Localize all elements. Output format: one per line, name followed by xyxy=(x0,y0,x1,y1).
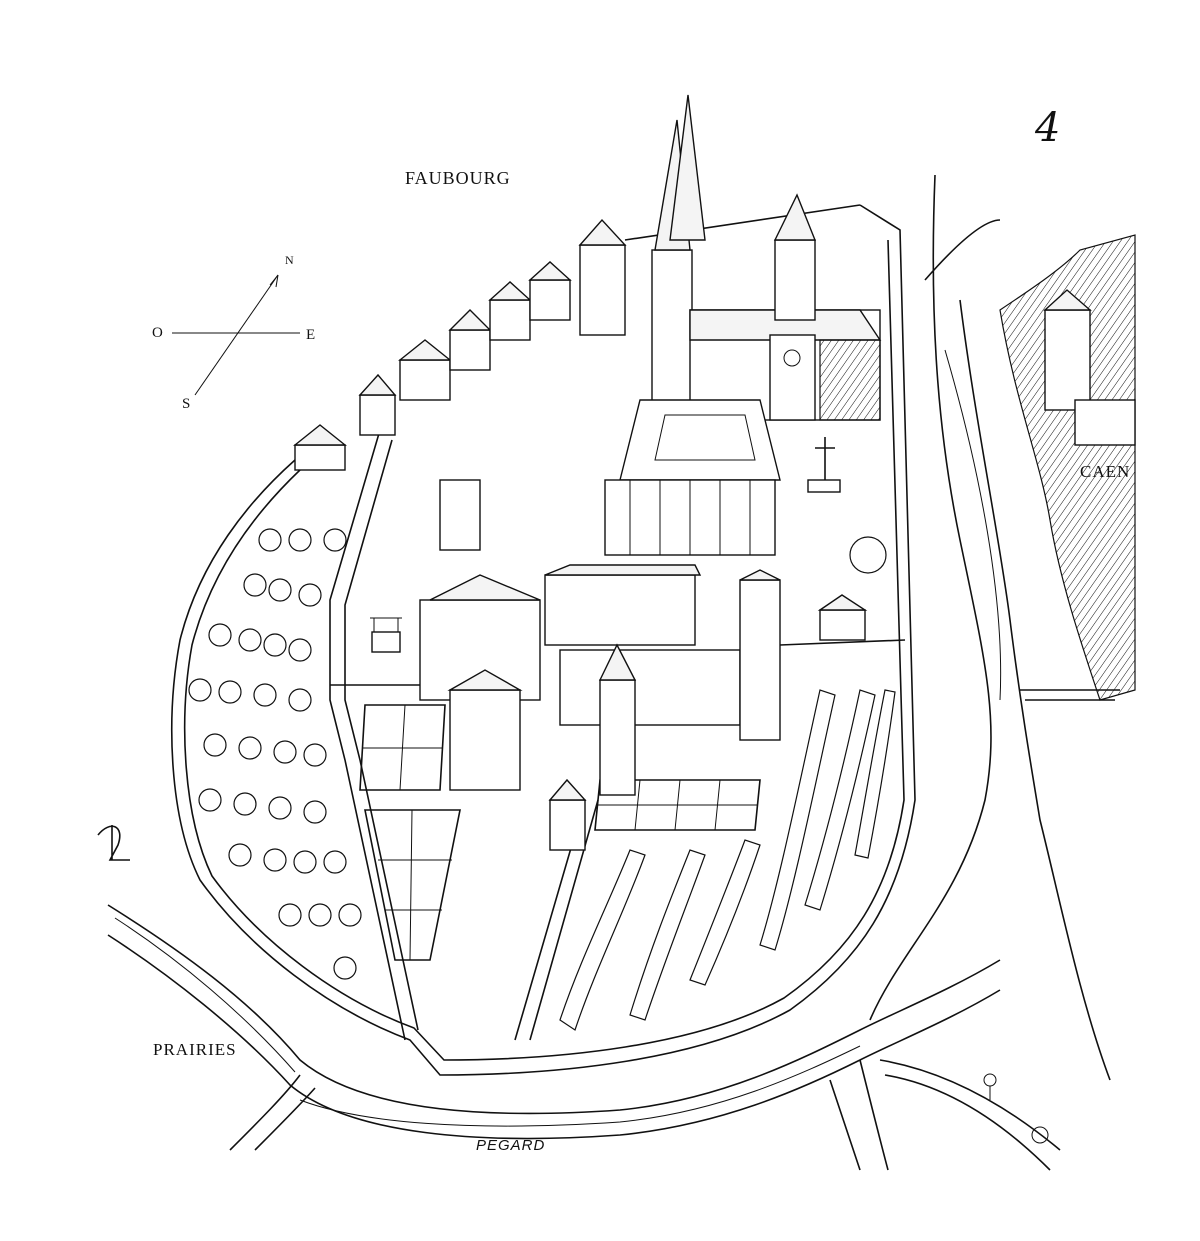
cloister xyxy=(604,399,781,556)
orchard-left xyxy=(188,528,362,980)
compass-north: N xyxy=(285,253,294,267)
abbey-enclosure-wall xyxy=(171,204,916,1076)
tree-east xyxy=(849,536,887,574)
central-buildings xyxy=(370,479,868,851)
compass-rose xyxy=(172,274,300,396)
compass-west: O xyxy=(152,325,163,341)
label-prairies: PRAIRIES xyxy=(153,1040,237,1059)
monogram xyxy=(97,825,130,861)
road-southeast xyxy=(879,1059,1061,1171)
compass-south: S xyxy=(182,396,191,412)
label-pegard: PEGARD xyxy=(476,1137,546,1154)
label-faubourg: FAUBOURG xyxy=(405,168,511,188)
faubourg-houses xyxy=(293,204,861,471)
river-east xyxy=(869,174,1111,1081)
page-number: 4 xyxy=(1035,105,1061,151)
garden-plots xyxy=(359,704,761,961)
compass-east: E xyxy=(306,327,316,343)
caen-fortification xyxy=(999,234,1136,701)
label-caen: CAEN xyxy=(1080,462,1131,481)
orchard-rows xyxy=(559,689,896,1031)
river-pegard xyxy=(107,904,1001,1171)
abbey-church xyxy=(651,94,882,421)
calvary-cross xyxy=(807,437,841,493)
